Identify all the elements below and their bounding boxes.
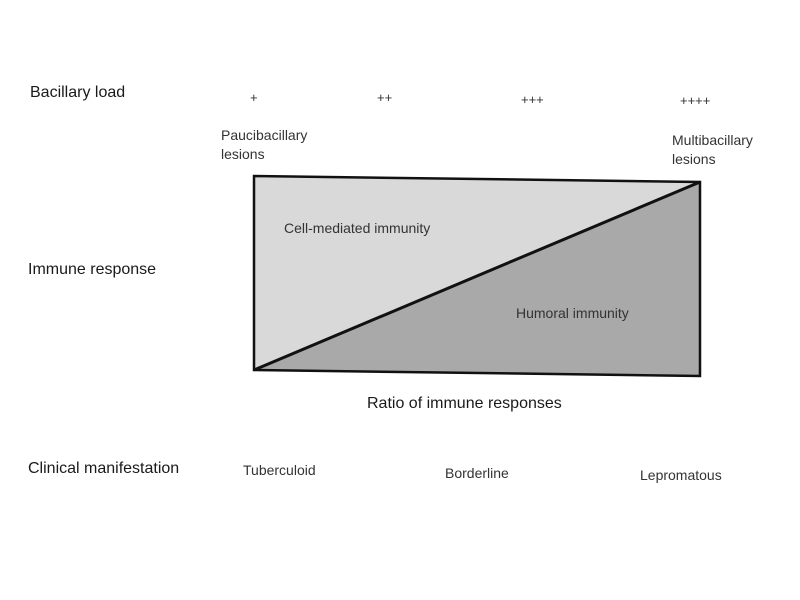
clinical-manifestation-label: Clinical manifestation <box>28 460 180 477</box>
bacillary-level-1: + <box>250 90 258 105</box>
ratio-diagonal-line <box>253 180 701 372</box>
bacillary-level-3: +++ <box>521 92 544 107</box>
paucibacillary-lesions-label: Paucibacillary lesions <box>221 126 307 164</box>
bacillary-level-2: ++ <box>377 90 393 105</box>
lesions-text-left: lesions <box>221 146 265 162</box>
humoral-immunity-label: Humoral immunity <box>516 305 629 321</box>
immune-response-label: Immune response <box>28 261 157 278</box>
clinical-lepromatous: Lepromatous <box>640 467 722 483</box>
diagram-caption: Ratio of immune responses <box>367 395 562 412</box>
multibacillary-text: Multibacillary <box>672 132 753 148</box>
diagram-border <box>252 174 702 378</box>
cell-mediated-immunity-label: Cell-mediated immunity <box>284 220 431 236</box>
clinical-tuberculoid: Tuberculoid <box>243 462 316 478</box>
multibacillary-lesions-label: Multibacillary lesions <box>672 131 753 169</box>
bacillary-level-4: ++++ <box>680 93 711 108</box>
clinical-borderline: Borderline <box>445 465 509 481</box>
paucibacillary-text: Paucibacillary <box>221 127 308 143</box>
lesions-text-right: lesions <box>672 151 716 167</box>
bacillary-load-label: Bacillary load <box>30 84 126 101</box>
